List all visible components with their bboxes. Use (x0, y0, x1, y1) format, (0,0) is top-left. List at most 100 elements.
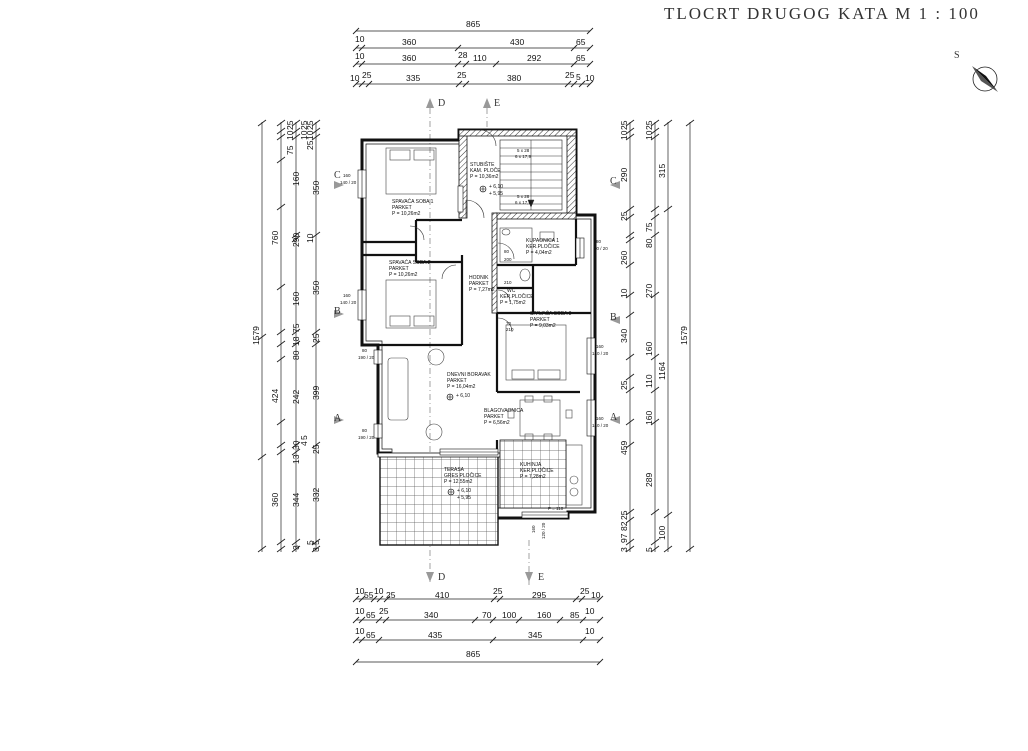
dim-label: 65 (366, 630, 376, 640)
dim-label: 25 (305, 140, 315, 150)
dim-label: 1579 (251, 326, 261, 345)
dim-label: 3 (291, 545, 301, 550)
dim-label: 25 (362, 70, 372, 80)
dim-label: 65 (576, 53, 586, 63)
window-labels: 160 140 / 20 160 140 / 20 80 190 / 20 80… (340, 148, 609, 539)
window-label: 160 (531, 525, 536, 533)
stair-label: 6 x 17,9 (515, 154, 532, 159)
dim-label: 25 (493, 586, 503, 596)
stair-label: 5 x 28 (517, 148, 530, 153)
window-label: 80 (596, 239, 602, 244)
level-markers: + 6,10 + 5,95 + 6,10 + 6,10 + 5,95 (446, 184, 503, 501)
window-label: 80 (362, 348, 368, 353)
section-label: C (610, 176, 617, 187)
dim-label: 25 (619, 380, 629, 390)
window-label: 160 (596, 344, 604, 349)
dim-label: 865 (466, 649, 480, 659)
window-label: 80 (362, 428, 368, 433)
room-floor: PARKET (469, 281, 489, 287)
room-name: SPAVAĆA SOBA 2 (389, 259, 431, 266)
room-living-room: DNEVNI BORAVAK PARKET P = 16,04m2 (447, 372, 491, 390)
level-label: + 5,95 (489, 191, 503, 197)
dim-label: 70 (482, 610, 492, 620)
dim-label: 760 (270, 231, 280, 245)
terrace (377, 452, 501, 546)
dim-label: 100 (502, 610, 516, 620)
dim-label: 242 (291, 390, 301, 404)
kitchen-floor (499, 439, 567, 509)
room-name: BLAGOVAONICA (484, 408, 524, 414)
dim-label: 97 (619, 533, 629, 543)
dim-label: 110 (644, 374, 654, 388)
door-label: 70 (506, 321, 512, 326)
section-label: D (438, 572, 445, 583)
dim-label: 25 (285, 120, 295, 130)
top-dimensions (356, 30, 590, 85)
room-area: P = 10,36m2 (470, 174, 499, 180)
room-floor: PARKET (389, 266, 409, 272)
dim-label: 360 (270, 493, 280, 507)
dim-label: 345 (528, 630, 542, 640)
level-label: + 6,10 (457, 488, 471, 494)
room-area: P = 12,55m2 (444, 479, 473, 485)
room-name: HODNIK (469, 275, 489, 281)
door-label: 200 (504, 257, 512, 262)
dim-label: 25 (644, 120, 654, 130)
dim-label: 10 (585, 73, 595, 83)
room-name: WC (507, 288, 516, 294)
dim-label: 10 (591, 590, 601, 600)
dim-label: 10 (305, 233, 315, 243)
stair-core-walls (458, 129, 577, 314)
dim-label: 25 (619, 211, 629, 221)
dim-label: 344 (291, 493, 301, 507)
dim-label: 292 (527, 53, 541, 63)
door-swing-icon (465, 199, 485, 219)
dim-label: 30 (291, 440, 301, 450)
dim-label: 10 (355, 586, 365, 596)
level-label: + 6,10 (489, 184, 503, 190)
left-dimensions (261, 122, 317, 552)
top-dimension-ticks (352, 27, 594, 88)
dining-table-icon (519, 399, 561, 437)
dim-label: 110 (473, 53, 487, 63)
dim-label: 28 (458, 50, 468, 60)
dim-label: 1164 (657, 361, 667, 380)
window-label: 140 / 20 (340, 180, 357, 185)
room-bedroom-2: SPAVAĆA SOBA 2 PARKET P = 10,26m2 (389, 259, 431, 278)
dim-label: 315 (657, 164, 667, 178)
doors (409, 129, 515, 333)
dim-label: 399 (311, 386, 321, 400)
window-label: 140 / 20 (340, 300, 357, 305)
level-label: + 5,95 (457, 495, 471, 501)
dim-label: 5 (299, 435, 309, 440)
bottom-dimension-ticks (352, 595, 604, 666)
dim-label: 160 (537, 610, 551, 620)
dim-label: 25 (457, 70, 467, 80)
bed-2-icon (385, 279, 437, 329)
room-name: SPAVAĆA SOBA 3 (530, 310, 572, 317)
dim-label: 5 (311, 540, 321, 545)
window-label: 190 / 20 (358, 355, 375, 360)
armchair-icon (425, 423, 443, 441)
north-arrow-icon: S (954, 50, 998, 92)
stair-label: 5 x 28 (517, 194, 530, 199)
room-wc: WC KER.PLOČICE P = 1,75m2 (500, 288, 534, 306)
room-area: P = 6,56m2 (484, 420, 510, 426)
section-markers: D E D E C B A C B A (334, 98, 620, 585)
room-bedroom-3: SPAVAĆA SOBA 3 PARKET P = 9,03m2 (530, 310, 572, 329)
dim-label: 10 (350, 73, 360, 83)
dim-label: 350 (311, 281, 321, 295)
dim-label: 10 (355, 626, 365, 636)
dim-label: 290 (619, 168, 629, 182)
bottom-dimension-labels: 10 55 10 25 410 25 295 25 10 10 65 25 34… (355, 586, 601, 659)
bottom-dimensions (356, 598, 600, 663)
left-dimension-ticks (257, 119, 321, 553)
dim-label: 65 (366, 610, 376, 620)
room-floor: KAM. PLOČE (470, 167, 501, 174)
room-area: P = 10,26m2 (389, 272, 418, 278)
dim-label: 4 (299, 441, 309, 446)
dim-label: 10 (585, 626, 595, 636)
dim-label: 5 (305, 540, 315, 545)
dim-label: 10 (585, 606, 595, 616)
